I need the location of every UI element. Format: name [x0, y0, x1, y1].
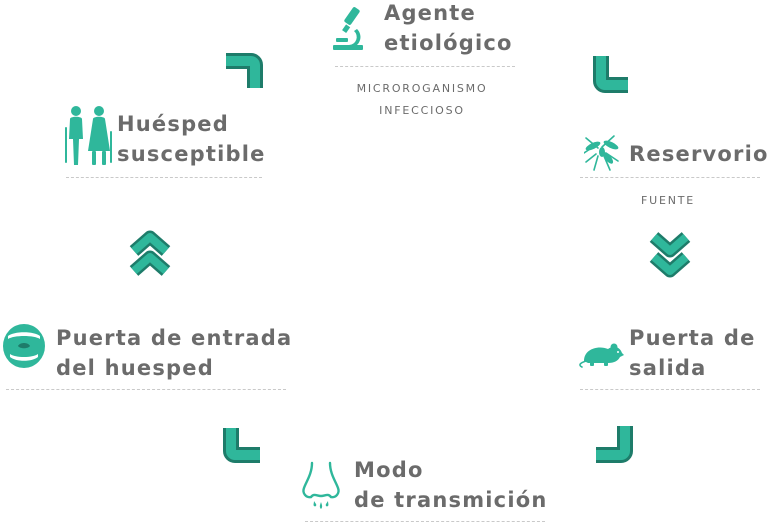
reservorio-divider	[580, 177, 760, 178]
entrada-divider	[6, 389, 286, 390]
huesped-title-line-2: susceptible	[117, 142, 266, 166]
open-mouth-icon	[3, 324, 45, 368]
mosquito-icon	[584, 135, 619, 171]
salida-title-line-2: salida	[629, 356, 707, 380]
agente-subtitle-line-1: MICROROGANISMO	[356, 82, 488, 95]
nose-icon	[302, 461, 340, 509]
huesped-title-line-1: Huésped	[117, 112, 229, 136]
agente-divider	[335, 66, 515, 67]
arrow-down-turn-icon	[593, 56, 628, 93]
elderly-couple-icon	[65, 106, 112, 165]
double-chevron-down-icon	[649, 232, 691, 278]
huesped-divider	[66, 177, 262, 178]
rat-icon	[579, 343, 624, 368]
agente-subtitle-line-2: INFECCIOSO	[379, 104, 465, 117]
entrada-title-line-1: Puerta de entrada	[56, 326, 293, 350]
arrow-right-turn-icon	[226, 53, 263, 88]
modo-title-line-1: Modo	[354, 458, 424, 482]
reservorio-title: Reservorio	[629, 142, 768, 166]
arrow-left-turn-icon	[596, 426, 633, 463]
salida-title-line-1: Puerta de	[629, 326, 756, 350]
agente-title-line-1: Agente	[384, 1, 476, 25]
salida-divider	[580, 389, 760, 390]
modo-divider	[305, 521, 545, 522]
agente-title-line-2: etiológico	[384, 31, 513, 55]
entrada-title-line-2: del huesped	[56, 356, 214, 380]
arrow-up-turn-icon	[223, 428, 260, 463]
modo-title-line-2: de transmición	[354, 488, 548, 512]
double-chevron-up-icon	[129, 230, 171, 276]
microscope-icon	[333, 7, 363, 50]
reservorio-subtitle: FUENTE	[640, 194, 696, 207]
